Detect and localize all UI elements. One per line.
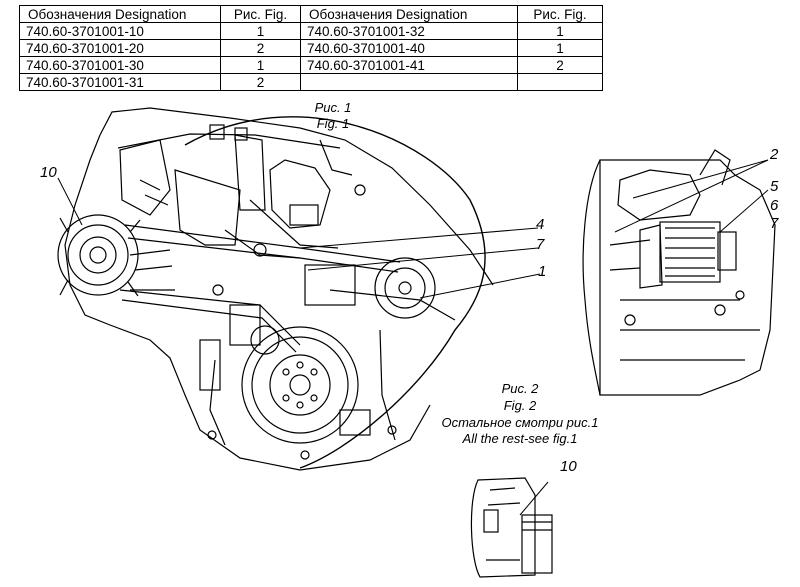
cell-designation: 740.60-3701001-10 (19, 22, 221, 40)
callout-6: 6 (770, 197, 779, 214)
fig2-detail (582, 149, 776, 396)
alternator (57, 214, 141, 297)
rest-see-fig1-en: All the rest-see fig.1 (462, 431, 578, 446)
leader-lines (57, 159, 769, 516)
callout-10: 10 (40, 164, 57, 181)
drive-belts (119, 224, 456, 353)
pulleys (241, 257, 436, 444)
callout-1: 1 (538, 263, 547, 280)
fig1-boundary (184, 116, 486, 469)
table-row: 740.60-3701001-10 1 740.60-3701001-32 1 (19, 22, 603, 40)
designation-table: Обозначения Designation Рис. Fig. Обозна… (19, 5, 603, 91)
callout-10-bottom: 10 (560, 458, 577, 475)
cell-fig: 2 (220, 73, 301, 91)
cell-designation: 740.60-3701001-40 (300, 39, 518, 57)
table-row: 740.60-3701001-30 1 740.60-3701001-41 2 (19, 56, 603, 74)
table-row: 740.60-3701001-20 2 740.60-3701001-40 1 (19, 39, 603, 57)
table-row: 740.60-3701001-31 2 (19, 73, 603, 91)
fig2-caption-en: Fig. 2 (503, 398, 537, 413)
rest-see-fig1-ru: Остальное смотри рис.1 (441, 415, 599, 430)
cell-designation: 740.60-3701001-30 (19, 56, 221, 74)
callout-5: 5 (770, 178, 779, 195)
callout-4: 4 (536, 216, 545, 233)
fig2-alternator-detail (470, 477, 553, 578)
callout-2: 2 (770, 146, 779, 163)
cell-designation: 740.60-3701001-32 (300, 22, 518, 40)
callout-7-right: 7 (770, 215, 779, 232)
cell-fig (517, 73, 603, 91)
fig1-caption-ru: Рис. 1 (314, 100, 352, 115)
callout-7: 7 (536, 236, 545, 253)
cell-designation: 740.60-3701001-20 (19, 39, 221, 57)
oil-filter-housing (269, 159, 331, 229)
engine-front-view (64, 107, 494, 471)
fig2-caption-ru: Рис. 2 (501, 381, 539, 396)
cell-designation: 740.60-3701001-31 (19, 73, 221, 91)
fig1-caption-en: Fig. 1 (316, 116, 350, 131)
